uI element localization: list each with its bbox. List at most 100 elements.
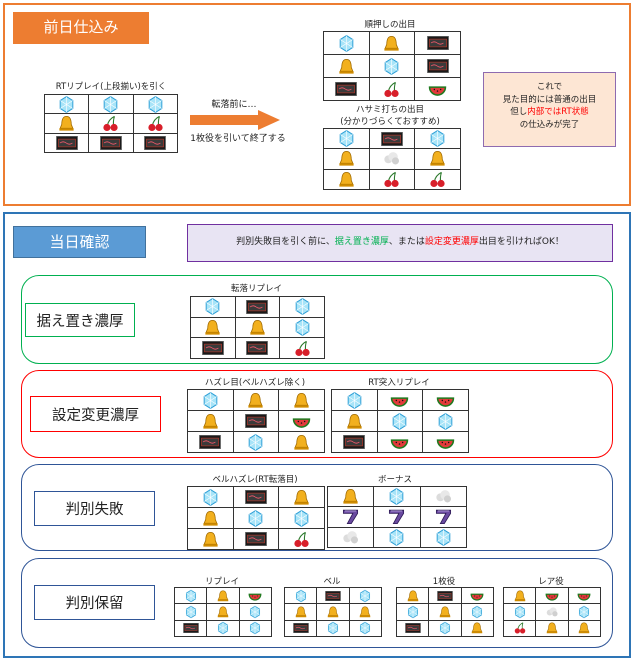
caption-hasami-1: ハサミ打ちの出目 <box>355 105 424 115</box>
bar-icon <box>89 133 133 152</box>
bar-icon <box>233 529 279 549</box>
replay-icon <box>377 411 423 431</box>
replay-icon <box>423 411 468 431</box>
seven-icon <box>374 507 420 527</box>
banner-part-a: 判別失敗目を引く前に、 <box>236 237 335 247</box>
bell-icon <box>504 588 536 604</box>
banner-part-e: 出目を引ければOK！ <box>478 237 564 247</box>
bar-icon <box>317 588 349 604</box>
bell-icon <box>233 390 279 410</box>
cherry-icon <box>89 114 133 133</box>
bar-icon <box>415 55 460 77</box>
settei-box <box>21 370 613 458</box>
caption-rare: レア役 <box>538 577 564 587</box>
prev-day-panel <box>3 3 631 206</box>
caption-hasami-2: (分かりづらくておすすめ) <box>340 117 440 127</box>
replay-icon <box>324 32 369 54</box>
replay-icon <box>280 297 324 317</box>
reel-hasami <box>323 128 461 190</box>
bar-icon <box>233 487 279 507</box>
caption-hazure: ハズレ目(ベルハズレ除く) <box>204 378 306 388</box>
reel-bonus <box>327 486 467 548</box>
replay-icon <box>207 620 239 636</box>
bar-icon <box>233 411 279 431</box>
sueoki-box <box>21 275 613 364</box>
arrow-label-bottom: 1枚役を引いて終了する <box>190 134 286 144</box>
horyu-box <box>21 558 613 648</box>
replay-icon <box>191 297 235 317</box>
cherry-icon <box>369 169 415 189</box>
bar-icon <box>415 32 460 54</box>
today-banner: 判別失敗目を引く前に、据え置き濃厚、または設定変更濃厚出目を引ければOK！ <box>187 224 613 262</box>
replay-icon <box>188 487 233 507</box>
replay-icon <box>239 620 271 636</box>
bell-icon <box>45 114 89 133</box>
bell-icon <box>235 317 280 338</box>
today-panel <box>3 212 631 658</box>
prev-day-title: 前日仕込み <box>13 12 149 44</box>
bell-icon <box>317 604 349 620</box>
shippai-label: 判別失敗 <box>34 491 155 526</box>
note-line-4: の仕込みが完了 <box>519 119 580 130</box>
reel-hazure <box>187 389 325 453</box>
reel-rt-totsunyu <box>331 389 469 453</box>
caption-bonus: ボーナス <box>377 475 412 485</box>
watermelon-icon <box>377 390 423 410</box>
banner-part-b: 据え置き濃厚 <box>334 237 389 247</box>
bell-icon <box>324 149 369 169</box>
replay-icon <box>420 527 466 547</box>
bell-icon <box>349 604 381 620</box>
replay-icon <box>568 604 600 620</box>
replay-icon <box>461 604 493 620</box>
bar-icon <box>332 432 377 452</box>
arrow-label-top: 転落前に… <box>211 100 257 110</box>
watermelon-icon <box>377 432 423 452</box>
sueoki-label: 据え置き濃厚 <box>25 303 135 337</box>
bar-icon <box>285 620 317 636</box>
bell-icon <box>279 390 324 410</box>
bell-icon <box>415 149 460 169</box>
bar-icon <box>429 588 461 604</box>
replay-icon <box>349 620 381 636</box>
bell-icon <box>207 588 239 604</box>
cloud-icon <box>328 527 374 547</box>
replay-icon <box>233 432 279 452</box>
right-arrow-icon <box>190 110 280 130</box>
replay-icon <box>374 487 420 507</box>
replay-icon <box>188 390 233 410</box>
replay-icon <box>317 620 349 636</box>
bar-icon <box>191 338 235 358</box>
replay-icon <box>374 527 420 547</box>
bell-icon <box>191 317 235 338</box>
bell-icon <box>328 487 374 507</box>
settei-label: 設定変更濃厚 <box>30 396 161 432</box>
caption-order-push: 順押しの出目 <box>364 20 416 30</box>
reel-replay <box>174 587 272 637</box>
replay-icon <box>415 129 460 149</box>
caption-bell: ベル <box>323 577 341 587</box>
cloud-icon <box>420 487 466 507</box>
watermelon-icon <box>279 411 324 431</box>
banner-part-c: 、または <box>388 237 425 247</box>
bar-icon <box>188 432 233 452</box>
reel-bell-hazure <box>187 486 325 550</box>
caption-1mai: 1枚役 <box>432 577 456 587</box>
replay-icon <box>239 604 271 620</box>
replay-icon <box>324 129 369 149</box>
caption-rt-totsunyu: RT突入リプレイ <box>368 378 430 388</box>
bell-icon <box>397 588 429 604</box>
reel-bell <box>284 587 382 637</box>
bar-icon <box>369 129 415 149</box>
bell-icon <box>536 620 568 636</box>
replay-icon <box>397 604 429 620</box>
bell-icon <box>568 620 600 636</box>
horyu-label: 判別保留 <box>34 585 155 620</box>
cherry-icon <box>504 620 536 636</box>
bell-icon <box>188 411 233 431</box>
note-line-1: これで <box>536 82 563 92</box>
replay-icon <box>233 508 279 528</box>
bar-icon <box>235 338 280 358</box>
replay-icon <box>349 588 381 604</box>
replay-icon <box>279 508 324 528</box>
bar-icon <box>397 620 429 636</box>
